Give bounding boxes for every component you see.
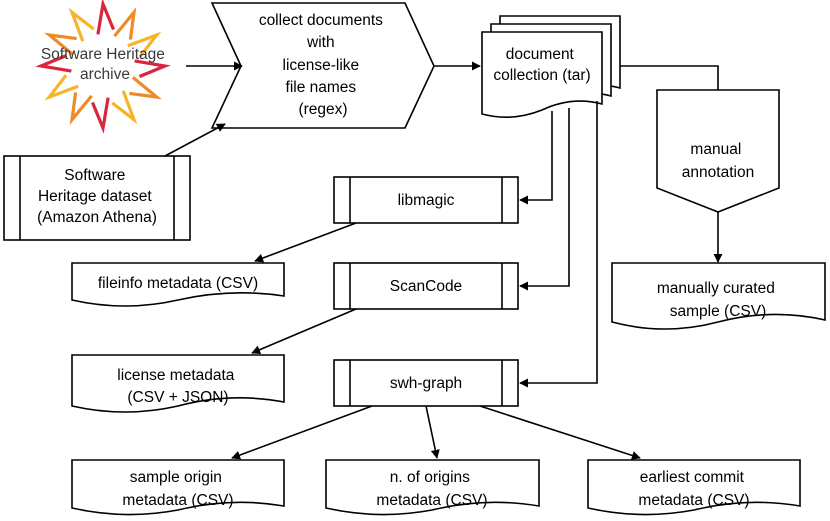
logo-petal — [69, 92, 93, 126]
swh-dataset-label: Software Heritage dataset (Amazon Athena… — [37, 167, 157, 226]
logo-petal — [96, 0, 115, 35]
edge-dataset-to-collect — [164, 123, 226, 157]
swh-dataset-node: Software Heritage dataset (Amazon Athena… — [3, 155, 191, 241]
logo-petal — [35, 54, 72, 73]
n-of-origins-metadata-label: n. of origins metadata (CSV) — [376, 469, 487, 509]
document-collection-label: document collection (tar) — [493, 46, 590, 84]
logo-petal — [111, 90, 138, 125]
software-heritage-logo-icon — [35, 0, 171, 134]
logo-petal — [68, 7, 95, 42]
logo-petal — [129, 76, 163, 100]
libmagic-label: libmagic — [398, 192, 455, 209]
edge-collection-to-scancode — [519, 108, 570, 291]
edge-scancode-to-license — [251, 308, 357, 354]
scancode-label: ScanCode — [390, 278, 462, 295]
manually-curated-sample-node: manually curated sample (CSV) — [611, 262, 826, 330]
edge-swh-graph-to-n-origins — [425, 405, 440, 459]
n-of-origins-metadata-node: n. of origins metadata (CSV) — [325, 459, 540, 516]
sample-origin-metadata-label: sample origin metadata (CSV) — [122, 469, 233, 509]
logo-petal — [43, 32, 77, 56]
collect-documents-label: collect documents with license-like file… — [259, 12, 387, 118]
license-metadata-label: license metadata (CSV + JSON) — [117, 367, 239, 406]
scancode-node: ScanCode — [333, 262, 519, 310]
swh-graph-node: swh-graph — [333, 359, 519, 407]
fileinfo-metadata-node: fileinfo metadata (CSV) — [71, 262, 285, 307]
logo-petal — [91, 97, 110, 134]
manual-annotation-node: manual annotation — [656, 89, 780, 213]
edge-swh-graph-to-earliest-commit — [479, 405, 641, 460]
logo-petal — [127, 31, 162, 58]
libmagic-node: libmagic — [333, 176, 519, 224]
manually-curated-sample-label: manually curated sample (CSV) — [657, 280, 779, 320]
logo-petal — [134, 59, 171, 78]
manual-annotation-label: manual annotation — [682, 141, 754, 181]
edge-swh-graph-to-sample-origin — [231, 405, 373, 460]
earliest-commit-metadata-label: earliest commit metadata (CSV) — [638, 469, 749, 509]
edge-collection-to-annotation — [620, 65, 719, 90]
edge-libmagic-to-fileinfo — [254, 222, 357, 263]
fileinfo-metadata-label: fileinfo metadata (CSV) — [98, 275, 258, 292]
edge-collection-to-libmagic — [519, 111, 553, 205]
sample-origin-metadata-node: sample origin metadata (CSV) — [71, 459, 285, 516]
edge-collection-to-swh-graph — [519, 101, 598, 388]
swh-archive-label: Software Heritage archive — [41, 46, 169, 83]
license-metadata-node: license metadata (CSV + JSON) — [71, 354, 285, 413]
collect-documents-node: collect documents with license-like file… — [210, 2, 435, 129]
document-collection-node: document collection (tar) — [481, 15, 621, 118]
earliest-commit-metadata-node: earliest commit metadata (CSV) — [587, 459, 801, 516]
logo-petal — [113, 6, 137, 40]
logo-petal — [44, 74, 79, 101]
swh-graph-label: swh-graph — [390, 375, 462, 392]
edges — [164, 61, 723, 460]
